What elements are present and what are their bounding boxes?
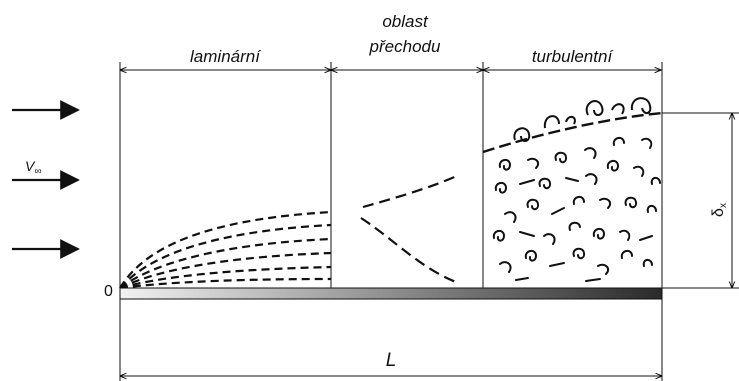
eddy-dash	[585, 278, 601, 282]
eddy	[646, 204, 657, 213]
laminar-curve-5	[119, 265, 332, 290]
eddy	[554, 151, 568, 164]
eddy	[568, 221, 581, 231]
length-label: L	[386, 350, 397, 371]
eddy	[524, 250, 538, 262]
laminar-curve-6	[119, 277, 332, 290]
eddy	[585, 100, 604, 116]
eddy-dash	[515, 277, 529, 281]
eddy	[585, 173, 598, 185]
laminar-curve-2	[119, 223, 332, 289]
eddy	[592, 228, 606, 240]
eddy	[620, 250, 633, 259]
laminar-streamlines	[119, 210, 332, 290]
turbulent-edge-eddies	[513, 97, 652, 142]
velocity-label: V∞	[25, 158, 41, 177]
turbulent-edge-curve	[482, 111, 663, 154]
laminar-curve-1	[119, 210, 332, 289]
freestream-arrows	[12, 100, 80, 259]
eddy-dash	[565, 177, 579, 182]
laminar-curve-4	[119, 251, 332, 289]
eddy	[650, 176, 661, 185]
eddy	[499, 261, 512, 273]
eddy	[597, 263, 610, 275]
eddy	[641, 137, 653, 149]
eddy	[630, 97, 652, 114]
eddy	[526, 198, 540, 211]
eddy	[619, 229, 631, 241]
eddy	[606, 160, 620, 172]
eddy	[572, 247, 586, 260]
eddy	[599, 197, 612, 209]
eddy-dash	[519, 179, 535, 185]
eddy	[494, 182, 508, 194]
thickness-label: δx	[710, 203, 729, 217]
eddy	[565, 116, 576, 125]
laminar-label: laminární	[190, 47, 262, 66]
eddy	[584, 147, 597, 159]
eddy	[572, 196, 585, 205]
eddy	[527, 157, 540, 169]
eddy-dash	[549, 262, 565, 267]
eddy	[543, 115, 560, 129]
transition-label-line2: přechodu	[369, 37, 441, 56]
origin-label: 0	[104, 283, 113, 300]
eddy-dash	[551, 207, 565, 215]
laminar-curve-3	[119, 237, 332, 289]
eddy	[624, 196, 638, 209]
transition-streamlines	[360, 173, 460, 284]
region-boundaries	[119, 62, 663, 381]
eddy	[612, 137, 625, 146]
transition-label-line1: oblast	[382, 12, 429, 31]
eddy	[492, 230, 506, 242]
eddy	[642, 258, 653, 267]
turbulent-eddies	[492, 137, 661, 282]
eddy	[513, 127, 531, 142]
thickness-dimension	[662, 112, 739, 289]
eddy	[504, 211, 517, 223]
turbulent-label: turbulentní	[532, 47, 615, 66]
eddy	[498, 159, 512, 171]
eddy	[543, 233, 556, 245]
eddy-dash	[519, 231, 535, 237]
eddy	[633, 165, 645, 177]
transition-lower-curve	[360, 217, 457, 284]
eddy-dash	[639, 235, 653, 241]
transition-upper-curve	[362, 173, 460, 209]
flat-plate	[119, 287, 663, 300]
eddy	[611, 103, 625, 115]
eddy	[538, 177, 552, 190]
